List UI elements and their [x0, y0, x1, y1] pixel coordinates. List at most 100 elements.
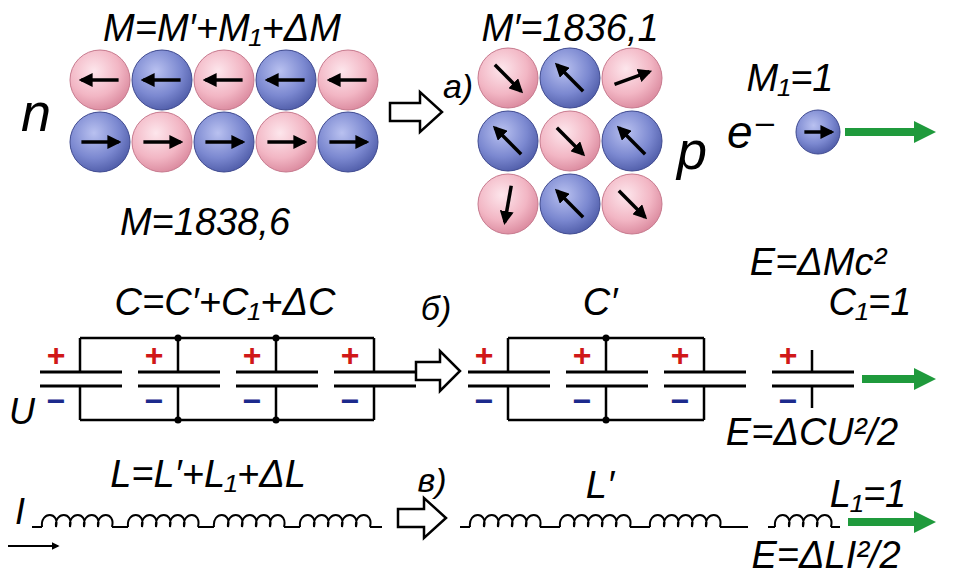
spin-arrow [615, 72, 650, 85]
nucleon [194, 112, 254, 172]
wire [177, 386, 180, 420]
inductor-chain [32, 515, 840, 527]
spin-arrow [267, 140, 304, 144]
emission-arrows [845, 121, 936, 533]
spin-arrow [205, 140, 242, 144]
nucleon [540, 48, 600, 108]
particle-symbol: p [677, 123, 707, 177]
junction-dot [603, 335, 610, 342]
wire [275, 338, 278, 372]
current-arrow [8, 545, 58, 547]
spin-arrow [329, 140, 366, 144]
particle-ball [132, 112, 192, 172]
particle-ball [194, 112, 254, 172]
particle-ball [602, 174, 662, 234]
polarity-sign: − [243, 385, 262, 417]
polarity-sign: + [475, 339, 494, 371]
nucleon [602, 111, 662, 171]
polarity-sign: + [573, 339, 592, 371]
coil-winding [214, 515, 285, 527]
nucleon [602, 48, 662, 108]
nucleon [132, 50, 192, 110]
wire [460, 526, 470, 528]
polarity-sign: − [671, 385, 690, 417]
spin-arrow [495, 128, 521, 154]
spin-arrow [557, 128, 583, 154]
polarity-sign: − [47, 385, 66, 417]
coil-winding [300, 515, 371, 527]
wire [80, 337, 374, 340]
coil-winding [560, 515, 631, 527]
nucleon [796, 110, 840, 154]
nucleon [478, 111, 538, 171]
wire [540, 526, 560, 528]
particle-ball [478, 174, 538, 234]
spin-arrow [81, 140, 118, 144]
mass-value: M=1838,6 [120, 203, 290, 241]
spin-arrow [267, 78, 304, 82]
polarity-sign: − [475, 385, 494, 417]
particle-ball [256, 112, 316, 172]
junction-dot [273, 335, 280, 342]
current-symbol: I [15, 494, 25, 530]
wire [80, 419, 374, 422]
polarity-sign: + [671, 339, 690, 371]
wire [284, 526, 300, 528]
particle-ball [540, 174, 600, 234]
polarity-sign: − [341, 385, 360, 417]
nucleon [70, 112, 130, 172]
hollow-arrow [398, 498, 446, 538]
inductance-value: L₁=1 [830, 475, 906, 513]
wire [79, 386, 82, 420]
polarity-sign: − [779, 385, 798, 417]
energy-formula: E=ΔLI²/2 [751, 536, 900, 574]
spin-arrow [557, 191, 583, 217]
capacitance-symbol: C′ [583, 283, 618, 321]
particle-ball [318, 50, 378, 110]
particle-ball [602, 111, 662, 171]
wire [112, 526, 128, 528]
emission-arrow [848, 511, 936, 533]
spin-arrow [329, 78, 366, 82]
particle-ball [70, 50, 130, 110]
wire [811, 386, 814, 408]
particle-ball [796, 110, 840, 154]
junction-dot [175, 417, 182, 424]
particle-ball [478, 48, 538, 108]
polarity-sign: + [779, 339, 798, 371]
junction-dot [273, 417, 280, 424]
energy-formula: E=ΔCU²/2 [726, 413, 898, 451]
coil-winding [128, 515, 199, 527]
wire [605, 338, 608, 372]
nucleon [478, 48, 538, 108]
spin-arrow [505, 186, 511, 223]
nucleon [132, 112, 192, 172]
mass-value: M₁=1 [747, 59, 834, 97]
nucleon [318, 50, 378, 110]
spin-arrow [557, 65, 583, 91]
polarity-sign: + [145, 339, 164, 371]
spin-arrow [143, 140, 180, 144]
wire [373, 386, 376, 420]
wire [630, 526, 650, 528]
particle-ball [478, 111, 538, 171]
nucleon [194, 50, 254, 110]
spin-arrow [619, 191, 645, 217]
nucleon [256, 50, 316, 110]
capacitance-formula: C=C′+C₁+ΔC [115, 283, 336, 321]
particle-symbol: e⁻ [727, 109, 777, 155]
wire [507, 386, 510, 420]
coil-winding [470, 515, 541, 527]
wire [275, 386, 278, 420]
coil-winding [42, 515, 113, 527]
particle-ball [132, 50, 192, 110]
particle-symbol: n [21, 85, 51, 139]
wire [373, 338, 376, 372]
particle-ball [70, 112, 130, 172]
spin-arrow [804, 130, 831, 134]
polarity-sign: + [341, 339, 360, 371]
nucleon [318, 112, 378, 172]
nucleon [602, 174, 662, 234]
